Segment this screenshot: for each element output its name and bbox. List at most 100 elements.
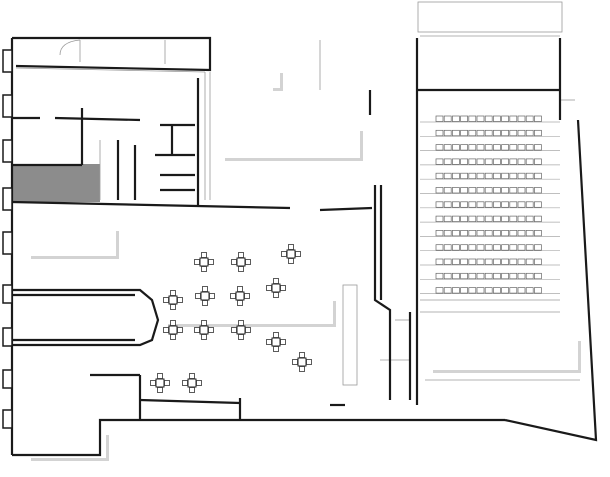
seat [484,172,493,180]
seat [443,258,452,265]
seat [435,172,444,180]
seat [484,287,493,294]
cafe-tables [150,244,312,393]
seat [501,287,509,294]
seat [501,258,509,265]
seat [460,230,468,237]
seat [525,172,534,180]
seat [534,158,542,165]
seat [509,272,518,280]
seat [443,129,452,137]
table-with-chairs [163,320,183,340]
seat [525,115,534,122]
seat [476,187,485,194]
seat [493,187,501,194]
thin-lines [15,1,580,386]
seat [452,172,460,180]
seat [443,144,452,151]
seat [476,244,485,251]
seat [460,158,468,165]
seat [493,287,501,294]
seat [509,158,518,165]
seat [501,230,509,237]
seat [460,115,468,122]
seat [501,144,509,151]
room-label-box [430,338,581,373]
seat [468,172,477,180]
seat [452,115,460,122]
seat [501,158,509,165]
seat [443,215,452,222]
seat [493,215,501,222]
seat [517,230,526,237]
seat [525,258,534,265]
seat [517,244,526,251]
table-with-chairs [230,286,250,306]
seat [525,244,534,251]
seat [534,215,542,222]
seat [443,244,452,251]
seat [484,272,493,280]
seat [468,287,477,294]
seat [534,129,542,137]
seat [452,158,460,165]
seat [493,244,501,251]
seat [443,115,452,122]
seat [452,287,460,294]
seat [509,230,518,237]
seat [476,258,485,265]
seat [517,129,526,137]
seat [493,272,501,280]
seat [525,129,534,137]
seat [534,115,542,122]
seat [468,158,477,165]
seat [460,258,468,265]
seat [435,158,444,165]
seat [468,244,477,251]
seat [509,287,518,294]
seat [493,230,501,237]
seat [534,272,542,280]
seat [509,172,518,180]
table-with-chairs [150,373,170,393]
seat [476,158,485,165]
seat [443,272,452,280]
seat [517,258,526,265]
seat [443,158,452,165]
seat [435,258,444,265]
seat [468,215,477,222]
seat [493,115,501,122]
seat [517,172,526,180]
seat [443,287,452,294]
seat [452,215,460,222]
seat [525,272,534,280]
seat [460,287,468,294]
seat [493,158,501,165]
seat [452,129,460,137]
seat [534,230,542,237]
seat [517,187,526,194]
seat [468,187,477,194]
seat [435,129,444,137]
seat [534,187,542,194]
seat [435,201,444,208]
seat [443,201,452,208]
room-label-box [28,228,119,259]
seat [476,230,485,237]
seat [484,129,493,137]
seat [435,187,444,194]
seat [534,258,542,265]
seat [452,187,460,194]
seat [435,272,444,280]
seat [460,172,468,180]
seat [493,129,501,137]
room-label-boxes [28,70,581,461]
seat [460,129,468,137]
seat [452,244,460,251]
seat [468,144,477,151]
seat [452,144,460,151]
seat [493,201,501,208]
table-with-chairs [195,286,215,306]
